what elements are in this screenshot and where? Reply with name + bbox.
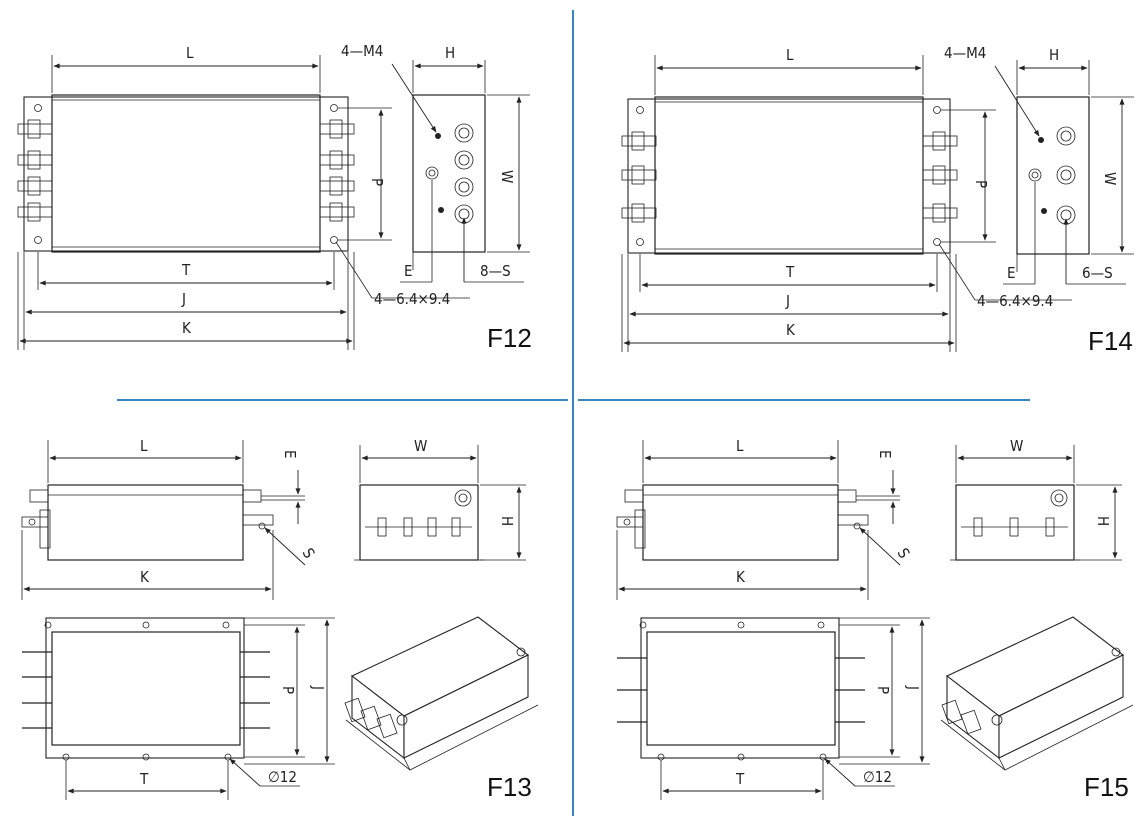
f13-plan-plate <box>45 617 245 759</box>
f15-front-view <box>642 484 839 561</box>
f13-caption: F13 <box>487 772 532 802</box>
f13-dim-s: S <box>299 545 319 561</box>
f15-hole-label: ∅12 <box>863 768 892 786</box>
panel-f15: L E S K W H P <box>616 437 1134 802</box>
f14-dim-t: T <box>785 263 795 281</box>
f12-dim-e: E <box>404 262 413 280</box>
f12-thread-label: 4—M4 <box>341 42 383 60</box>
f13-dim-j: J <box>309 685 327 690</box>
f15-plan-body <box>646 631 836 746</box>
f12-dim-h: H <box>445 44 455 62</box>
f14-holes-label: 4—6.4×9.4 <box>977 292 1053 310</box>
f12-dim-j: J <box>181 290 186 308</box>
f13-isometric-view <box>344 616 539 771</box>
f12-mount-plate <box>23 96 349 252</box>
f12-terminals-left <box>17 119 53 222</box>
panel-dividers <box>117 10 1030 816</box>
panel-f12: L T J K P 4—6.4×9.4 H <box>17 42 532 353</box>
f13-plan-body <box>51 631 241 746</box>
f15-isometric-view <box>940 616 1134 771</box>
f12-body <box>51 94 321 253</box>
f14-thread-label: 4—M4 <box>944 44 986 62</box>
f12-holes-label: 4—6.4×9.4 <box>374 290 450 308</box>
f14-dim-w: W <box>1101 172 1119 185</box>
f15-plan-plate <box>640 617 840 759</box>
f12-caption: F12 <box>487 323 532 353</box>
f13-dim-h: H <box>498 516 516 526</box>
f12-dim-t: T <box>181 261 191 279</box>
f13-dim-w: W <box>414 437 427 455</box>
f13-dim-e: E <box>281 450 299 459</box>
f12-side-terminals <box>425 123 474 224</box>
f14-side-view <box>1016 96 1090 255</box>
f15-caption: F15 <box>1084 772 1129 802</box>
f15-dim-w: W <box>1010 437 1023 455</box>
panel-f13: L E S K W H <box>21 437 539 802</box>
f15-dim-p: P <box>874 686 892 694</box>
f14-dim-p: P <box>972 180 990 188</box>
f13-dim-t: T <box>139 770 149 788</box>
f14-side-terminals <box>1028 126 1076 225</box>
f12-dim-p: P <box>368 178 386 186</box>
f13-side-busbars <box>365 517 472 537</box>
f15-dim-e: E <box>876 450 894 459</box>
f12-dim-l: L <box>186 44 194 62</box>
f14-dim-k: K <box>786 321 796 339</box>
f15-dim-s: S <box>894 545 914 561</box>
f14-terminals-left <box>621 131 657 223</box>
f12-side-view <box>412 94 486 253</box>
panel-f14: L T J K P 4—6.4×9.4 H W 4—M4 E <box>621 44 1134 356</box>
f13-dim-p: P <box>279 686 297 694</box>
f15-dim-l: L <box>736 437 744 455</box>
f14-terminals-right <box>922 131 958 223</box>
f14-mount-plate <box>627 98 951 254</box>
f15-dim-k: K <box>736 568 746 586</box>
f15-plan-busbars <box>617 657 865 723</box>
f14-caption: F14 <box>1088 326 1133 356</box>
f14-studs-label: 6—S <box>1082 264 1113 282</box>
f13-plan-busbars <box>22 651 270 729</box>
f15-dim-h: H <box>1094 516 1112 526</box>
f15-dim-t: T <box>735 770 745 788</box>
f15-side-busbars <box>961 517 1068 537</box>
f13-hole-label: ∅12 <box>268 768 297 786</box>
f14-dim-l: L <box>786 46 794 64</box>
f14-dim-h: H <box>1049 46 1059 64</box>
f12-terminals-right <box>319 119 355 222</box>
f13-dim-k: K <box>140 568 150 586</box>
f13-dim-l: L <box>140 437 148 455</box>
f15-dim-j: J <box>904 685 922 690</box>
f12-studs-label: 8—S <box>480 262 511 280</box>
f12-dim-w: W <box>498 170 516 183</box>
f13-front-view <box>47 484 244 561</box>
f14-dim-j: J <box>785 292 790 310</box>
f14-dim-e: E <box>1007 264 1016 282</box>
f12-dim-k: K <box>182 319 192 337</box>
